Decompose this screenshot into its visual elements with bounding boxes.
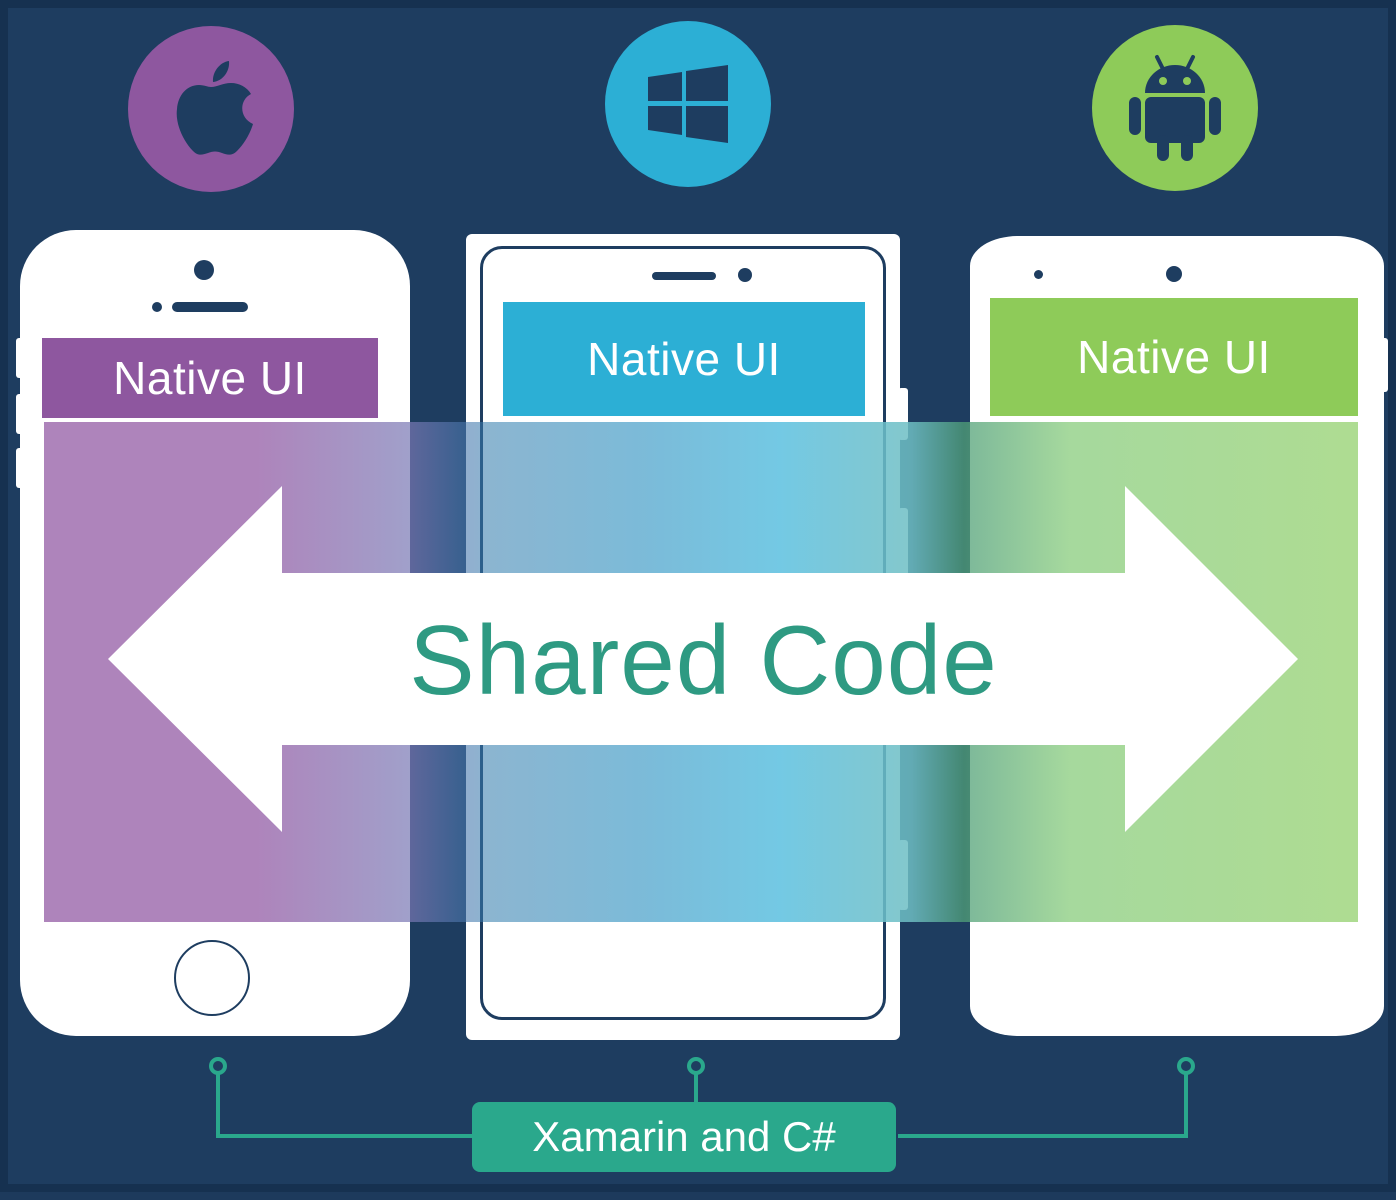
windows-native-ui-label: Native UI [587,333,781,385]
ios-native-ui-label: Native UI [113,352,307,404]
xamarin-label-box: Xamarin and C# [472,1102,896,1172]
windows-native-ui-bar: Native UI [503,302,865,416]
iphone-home-button [174,940,250,1016]
double-arrow-shape [108,486,1298,832]
android-native-ui-label: Native UI [1077,331,1271,383]
windows-phone-side-button [898,388,908,440]
ios-native-ui-bar: Native UI [42,338,378,418]
windows-icon [648,65,728,143]
iphone-sensor [152,302,162,312]
windows-phone-camera [738,268,752,282]
android-native-ui-bar: Native UI [990,298,1358,416]
windows-platform-circle [605,21,771,187]
connector-lines [209,1057,1195,1138]
iphone-speaker [172,302,248,312]
android-platform-circle [1092,25,1258,191]
android-sensor [1034,270,1043,279]
windows-phone-speaker [652,272,716,280]
apple-icon [176,61,253,155]
ios-platform-circle [128,26,294,192]
shared-code-label-box: Shared Code [282,574,1125,746]
shared-code-label: Shared Code [409,604,998,715]
xamarin-label: Xamarin and C# [532,1113,836,1160]
iphone-camera [194,260,214,280]
android-camera [1166,266,1182,282]
android-icon [1129,55,1221,161]
